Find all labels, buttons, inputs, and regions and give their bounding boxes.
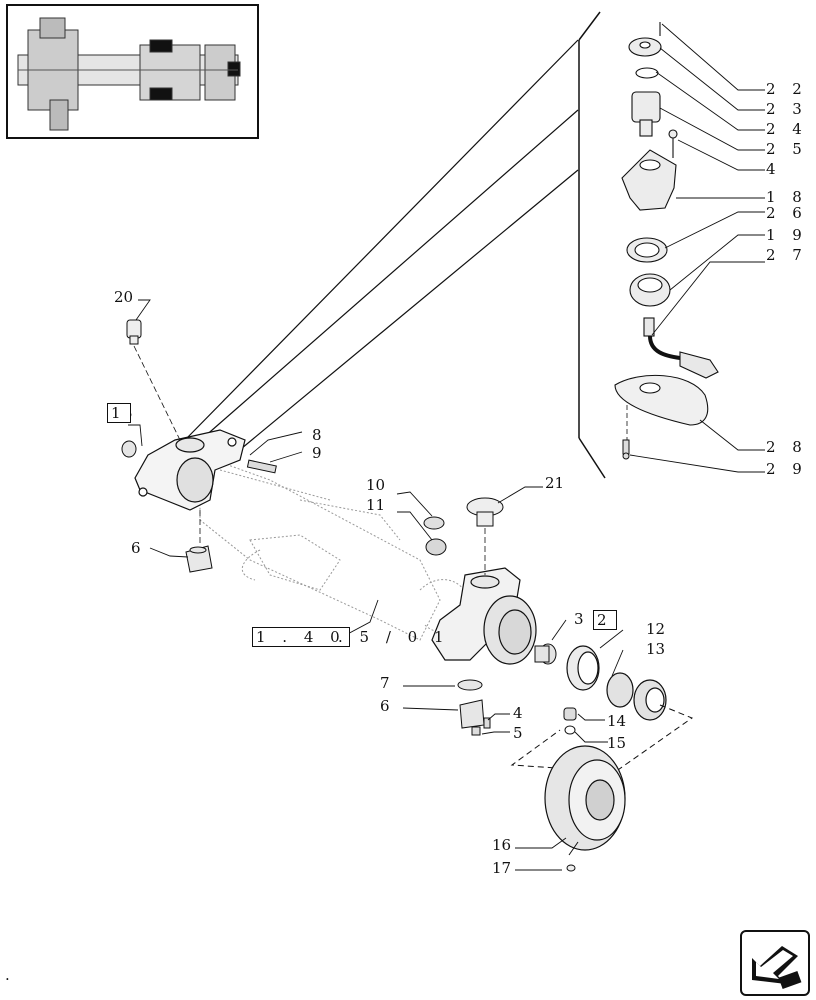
kingpin-cap[interactable] — [466, 497, 504, 527]
callout-29: 2 9 — [766, 460, 808, 478]
bearing-cup-10[interactable] — [423, 516, 445, 530]
leaders-right — [629, 23, 765, 473]
callout-26: 2 6 — [766, 204, 808, 222]
screw-29[interactable] — [622, 439, 630, 460]
callout-12: 12 — [646, 620, 665, 638]
breather-plug[interactable] — [126, 319, 142, 345]
oil-seal-12[interactable] — [566, 645, 600, 691]
bearing-cone-11[interactable] — [425, 538, 447, 556]
callout-3: 3 — [574, 610, 584, 628]
main-section-ref-box[interactable]: 1 . 4 0 — [252, 627, 350, 647]
section-divider — [578, 11, 606, 479]
callout-22: 2 2 — [766, 80, 808, 98]
split-pin-17[interactable] — [566, 841, 579, 872]
callout-24: 2 4 — [766, 120, 808, 138]
hub-bolt-14[interactable] — [563, 707, 577, 735]
wheel-hub-16[interactable] — [544, 745, 626, 851]
callout-15: 15 — [607, 734, 626, 752]
callout-20: 20 — [114, 288, 133, 306]
axle-thumbnail[interactable] — [6, 4, 259, 139]
callout-11: 11 — [366, 496, 385, 514]
sensor-cable-27[interactable] — [643, 317, 719, 379]
callout-28: 2 8 — [766, 438, 808, 456]
callout-13: 13 — [646, 640, 665, 658]
callout-17: 17 — [492, 859, 511, 877]
callout-21: 21 — [545, 474, 564, 492]
callout-4-bottom: 4 — [513, 704, 523, 722]
callout-23: 2 3 — [766, 100, 808, 118]
callout-14: 14 — [607, 712, 626, 730]
callout-6-right: 6 — [380, 697, 390, 715]
stud-bolt[interactable] — [246, 459, 277, 474]
wheel-bearing-13[interactable] — [606, 672, 667, 721]
callout-8: 8 — [312, 426, 322, 444]
callout-18: 1 8 — [766, 188, 808, 206]
corner-mark: . — [5, 966, 10, 984]
callout-7: 7 — [380, 674, 390, 692]
axle-housing-ghost — [199, 454, 471, 641]
callout-27: 2 7 — [766, 246, 808, 264]
page-navigation-button[interactable] — [740, 930, 810, 996]
plug-axis — [133, 345, 181, 441]
ref-box-1[interactable]: 1 — [107, 403, 131, 423]
left-steering-knuckle[interactable] — [134, 429, 246, 511]
seal-ring-left[interactable] — [121, 440, 137, 458]
callout-10: 10 — [366, 476, 385, 494]
ref-box-2[interactable]: 2 — [593, 610, 617, 630]
bushing-right[interactable] — [457, 679, 485, 729]
transfer-leaders — [184, 39, 579, 459]
callout-6-left: 6 — [131, 539, 141, 557]
shield-plate-28[interactable] — [614, 374, 709, 426]
leaders-center — [128, 299, 624, 871]
sensor-stack[interactable] — [621, 22, 678, 307]
hub-exploded-guide — [510, 704, 694, 773]
callout-16: 16 — [492, 836, 511, 854]
callout-25: 2 5 — [766, 140, 808, 158]
callout-9: 9 — [312, 444, 322, 462]
main-section-ref-suffix: . 5 / 0 1 — [338, 628, 450, 646]
page-arrow-icon — [752, 946, 802, 990]
callout-4-top: 4 — [766, 160, 776, 178]
right-steering-knuckle[interactable] — [431, 567, 537, 665]
grease-fitting[interactable] — [471, 717, 491, 736]
bushing-left[interactable] — [185, 545, 213, 573]
axle-shaft-end[interactable] — [534, 643, 557, 665]
callout-5: 5 — [513, 724, 523, 742]
callout-19: 1 9 — [766, 226, 808, 244]
